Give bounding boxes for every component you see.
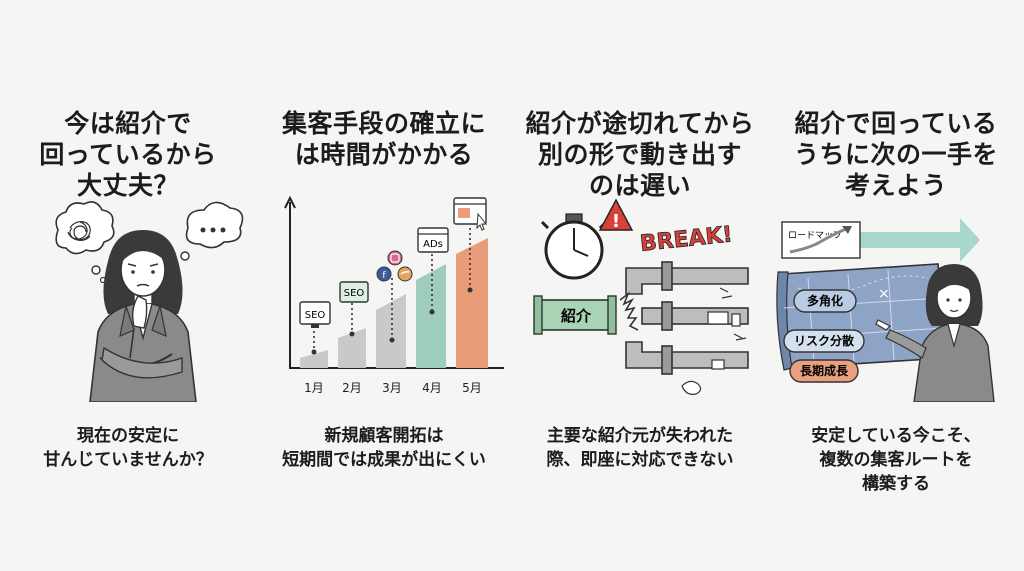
chart-bar [376,294,406,368]
title-line: 集客手段の確立に [281,109,486,138]
growth-chart-illustration: SEO SEO f ADs 1月 [284,195,504,395]
stopwatch-icon [540,213,608,280]
panel-3-title: 紹介が途切れてから 別の形で動き出す のは遅い [512,108,768,201]
chart-bar [416,264,446,368]
panel-1-caption: 現在の安定に 甘んじていませんか？ [0,424,256,472]
svg-text:ロードマップ: ロードマップ [788,230,842,241]
ads-window-icon: ADs [417,227,449,253]
panel-1: 今は紹介で 回っているから 大丈夫？ [0,0,256,571]
month-label: 3月 [382,381,402,395]
title-line: 大丈夫？ [76,171,179,200]
roadmap-illustration: ロードマップ × 多角化 リスク分散 長期成長 [776,218,995,402]
svg-text:f: f [382,271,386,281]
ellipsis-thought-bubble [172,201,244,270]
title-line: 紹介で回っている [794,109,998,138]
presenter-woman-figure [875,264,995,402]
caption-line: 甘んじていませんか？ [43,450,213,470]
panel-3-caption: 主要な紹介元が失われた 際、即座に対応できない [512,424,768,472]
browser-window-icon [453,197,488,231]
title-line: は時間がかかる [294,140,474,169]
panel-4-title: 紹介で回っている うちに次の一手を 考えよう [768,108,1024,201]
caption-line: 現在の安定に [77,426,179,446]
svg-text:紹介: 紹介 [561,307,592,325]
referral-pipe: 紹介 [533,295,617,335]
svg-text:×: × [878,286,890,302]
month-label: 4月 [422,381,442,395]
title-line: うちに次の一手を [793,140,998,169]
worried-woman-illustration [55,201,244,402]
panel-3: 紹介が途切れてから 別の形で動き出す のは遅い ! BREAK! [512,0,768,571]
svg-text:SEO: SEO [344,288,365,299]
svg-text:ADs: ADs [423,239,443,250]
chart-bar [456,238,488,368]
panel-1-title: 今は紹介で 回っているから 大丈夫？ [0,108,256,201]
caption-line: 主要な紹介元が失われた [546,426,734,446]
roadmap-card: ロードマップ [781,221,861,259]
warning-icon: ! [598,198,634,232]
title-line: 考えよう [844,171,947,200]
panel-4-caption: 安定している今こそ、 複数の集客ルートを 構築する [768,424,1024,496]
svg-text:リスク分散: リスク分散 [794,333,855,348]
seo-badge: SEO [339,281,369,303]
break-label: BREAK! [639,222,734,257]
svg-text:SEO: SEO [305,310,326,321]
panel-4: 紹介で回っている うちに次の一手を 考えよう ロードマップ × [768,0,1024,571]
device-icons [681,311,741,395]
caption-line: 新規顧客開拓は [324,426,444,446]
title-line: 回っているから [39,140,217,169]
chart-bar [300,350,328,368]
month-label: 2月 [342,381,362,395]
caption-line: 際、即座に対応できない [546,450,734,470]
panel-2: 集客手段の確立に は時間がかかる SEO [256,0,512,571]
title-line: 今は紹介で [64,109,192,138]
tag-risk [783,329,865,353]
broken-pipe-illustration: ! BREAK! 紹介 [533,198,749,395]
title-line: 別の形で動き出す [537,140,742,169]
month-label: 5月 [462,381,482,395]
chart-bar [338,328,366,368]
tag-diversification [793,289,857,313]
title-line: のは遅い [588,171,691,200]
seo-monitor-icon: SEO [299,301,331,328]
svg-text:長期成長: 長期成長 [800,363,849,378]
panel-2-title: 集客手段の確立に は時間がかかる [256,108,512,170]
caption-line: 安定している今こそ、 [811,426,981,446]
forward-arrow-icon [844,218,980,262]
tag-growth [789,359,859,383]
svg-text:多角化: 多角化 [807,293,843,308]
caption-line: 構築する [862,474,930,494]
svg-text:!: ! [612,211,620,232]
title-line: 紹介が途切れてから [525,109,755,138]
month-label: 1月 [304,381,324,395]
caption-line: 短期間では成果が出にくい [282,450,486,470]
panel-2-caption: 新規顧客開拓は 短期間では成果が出にくい [256,424,512,472]
social-media-icons: f [376,250,413,282]
caption-line: 複数の集客ルートを [819,450,973,470]
confused-thought-bubble [55,201,115,284]
